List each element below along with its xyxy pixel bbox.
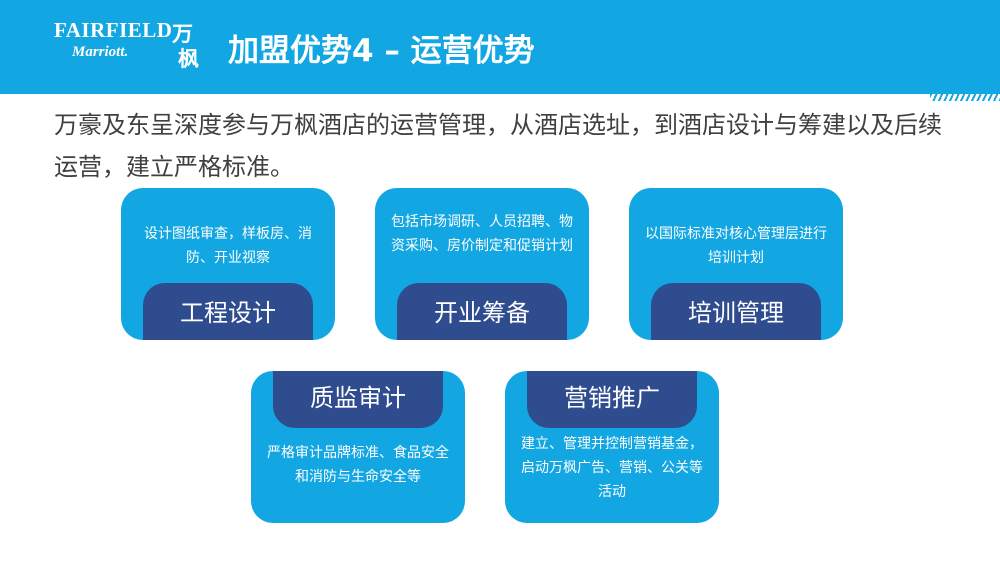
page-title: 加盟优势4 – 运营优势 [228,33,535,69]
header-bar: FAIRFIELD Marriott. 万 枫 加盟优势4 – 运营优势 [0,0,1000,94]
card-description: 建立、管理并控制营销基金，启动万枫广告、营销、公关等活动 [521,436,703,500]
intro-text: 万豪及东呈深度参与万枫酒店的运营管理，从酒店选址，到酒店设计与筹建以及后续运营，… [54,111,942,181]
card-description: 设计图纸审查，样板房、消防、开业视察 [144,226,312,266]
logo-cn-char-2: 枫 [178,47,199,71]
card-engineering-design: 设计图纸审查，样板房、消防、开业视察 工程设计 [121,188,335,340]
card-quality-audit: 质监审计 严格审计品牌标准、食品安全和消防与生命安全等 [251,371,465,523]
decorative-stripes [930,94,1000,101]
logo-cn-char-1: 万 [172,22,193,46]
card-description: 严格审计品牌标准、食品安全和消防与生命安全等 [267,445,449,485]
card-title: 营销推广 [527,371,697,428]
card-training-management: 以国际标准对核心管理层进行培训计划 培训管理 [629,188,843,340]
card-title: 工程设计 [143,283,313,340]
card-title: 开业筹备 [397,283,567,340]
card-description: 包括市场调研、人员招聘、物资采购、房价制定和促销计划 [391,214,573,254]
logo-brand-text: FAIRFIELD [54,18,173,42]
card-description: 以国际标准对核心管理层进行培训计划 [645,226,827,266]
card-title: 培训管理 [651,283,821,340]
card-opening-preparation: 包括市场调研、人员招聘、物资采购、房价制定和促销计划 开业筹备 [375,188,589,340]
card-title: 质监审计 [273,371,443,428]
logo-sub-text: Marriott. [72,44,129,60]
card-marketing-promotion: 营销推广 建立、管理并控制营销基金，启动万枫广告、营销、公关等活动 [505,371,719,523]
